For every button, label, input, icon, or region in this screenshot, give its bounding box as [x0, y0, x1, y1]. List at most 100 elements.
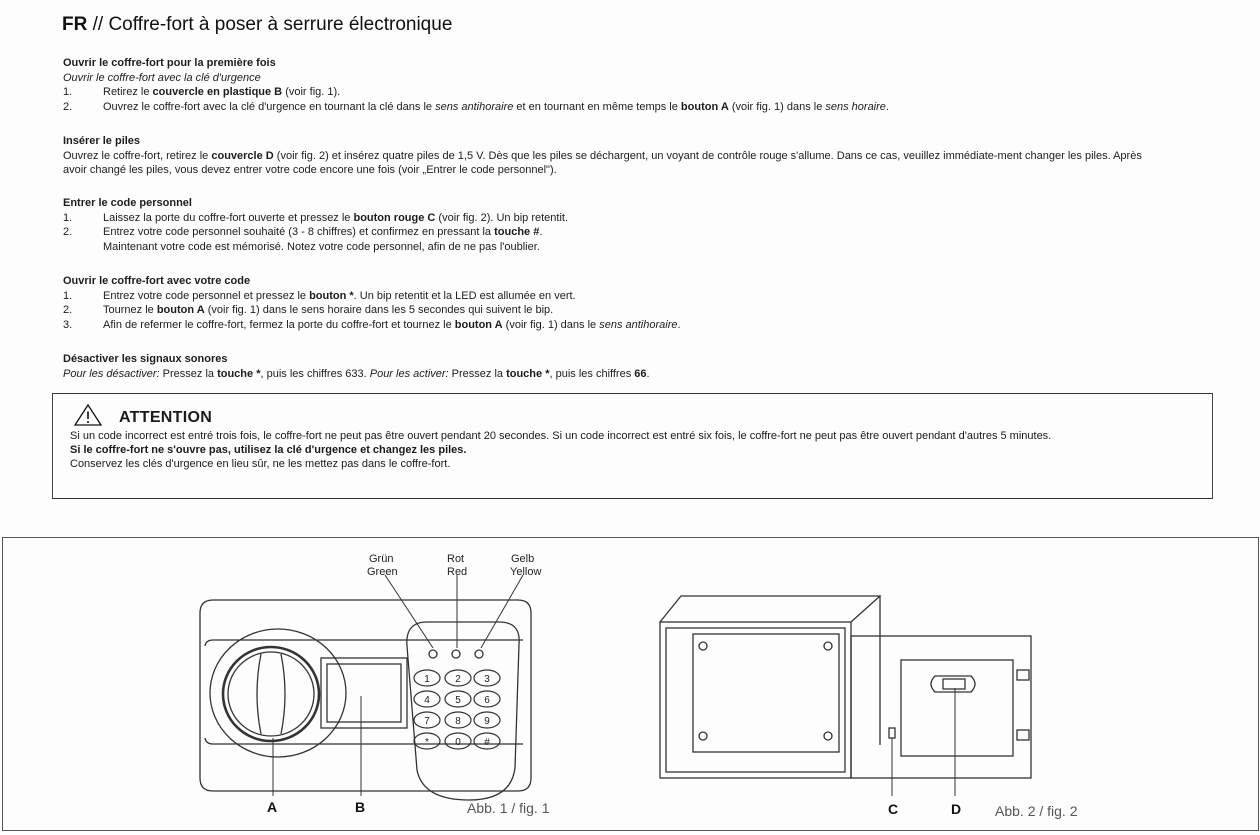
- keypad-key-label: 9: [484, 716, 490, 727]
- led-indicators: [428, 649, 484, 659]
- item-bold: bouton A: [680, 100, 729, 113]
- item-text: Ouvrez le coffre-fort avec la clé d'urge…: [103, 100, 436, 113]
- item-bold: touche #: [494, 226, 540, 238]
- led-label-green-en: Green: [367, 566, 398, 578]
- item-italic: sens antihoraire: [599, 318, 678, 331]
- para-italic: Pour les désactiver:: [63, 367, 160, 380]
- item-text: .: [539, 226, 543, 238]
- para-bold: couvercle D: [211, 149, 274, 162]
- list-item: 1. Entrez votre code personnel et presse…: [63, 289, 641, 304]
- keypad-key-label: 4: [424, 695, 430, 706]
- item-italic: sens horaire: [825, 100, 886, 113]
- section-heading: Entrer le code personnel: [63, 197, 192, 209]
- keypad-key: [413, 690, 441, 708]
- section-open-with-code: Ouvrir le coffre-fort avec votre code 1.…: [63, 274, 681, 332]
- item-text: Afin de refermer le coffre-fort, fermez …: [103, 318, 455, 331]
- keypad-key-label: *: [425, 737, 429, 748]
- item-text: Laissez la porte du coffre-fort ouverte …: [103, 211, 354, 224]
- led-label-red-de: Rot: [447, 553, 464, 565]
- led-label-red-en: Red: [447, 566, 467, 578]
- item-number: 2.: [63, 226, 73, 238]
- attention-header: ATTENTION: [73, 403, 212, 432]
- item-bold: bouton A: [156, 304, 205, 316]
- keypad-key-label: 3: [484, 674, 490, 685]
- item-number: 2.: [63, 304, 73, 316]
- para-bold: touche *: [506, 367, 550, 380]
- item-text: Retirez le: [103, 86, 153, 98]
- item-text: (voir fig. 1) dans le: [728, 100, 826, 113]
- section-subheading: Ouvrir le coffre-fort avec la clé d'urge…: [63, 71, 261, 84]
- item-text: .: [885, 100, 889, 113]
- item-text: Maintenant votre code est mémorisé. Note…: [103, 240, 540, 253]
- language-code: FR: [62, 14, 88, 35]
- keypad-key: [444, 690, 472, 708]
- figure-caption-2: Abb. 2 / fig. 2: [995, 803, 1078, 819]
- attention-line: Si un code incorrect est entré trois foi…: [70, 430, 1052, 442]
- keypad-key-label: 5: [455, 695, 461, 706]
- section-heading: Désactiver les signaux sonores: [63, 353, 228, 365]
- section-paragraph: Ouvrez le coffre-fort, retirez le couver…: [63, 149, 1163, 178]
- item-text: (voir fig. 1) dans le: [502, 318, 600, 331]
- keypad-lock-illustration: [199, 599, 532, 801]
- item-text: .: [677, 318, 681, 331]
- list-item: 2. Entrez votre code personnel souhaité …: [63, 225, 542, 240]
- list-item: 1. Retirez le couvercle en plastique B (…: [63, 85, 849, 100]
- label-c: C: [888, 801, 898, 817]
- para-bold: 66: [634, 367, 647, 380]
- para-text: Ouvrez le coffre-fort, retirez le: [63, 149, 212, 162]
- item-number: 1.: [63, 86, 73, 98]
- list-item: 2. Ouvrez le coffre-fort avec la clé d'u…: [63, 100, 889, 115]
- para-italic: Pour les activer:: [369, 367, 449, 380]
- item-number: 2.: [63, 100, 73, 113]
- item-bold: bouton rouge C: [353, 211, 436, 224]
- section-paragraph: Pour les désactiver: Pressez la touche *…: [63, 367, 650, 382]
- keypad-key: [444, 669, 472, 687]
- item-text: (voir fig. 1).: [282, 86, 341, 98]
- keypad-key: [473, 669, 501, 687]
- keypad-key-label: 0: [455, 737, 461, 748]
- para-bold: touche *: [217, 367, 261, 380]
- section-batteries: Insérer le piles Ouvrez le coffre-fort, …: [63, 134, 1163, 178]
- section-heading: Insérer le piles: [63, 135, 141, 147]
- item-text: Entrez votre code personnel souhaité (3 …: [103, 226, 495, 238]
- item-number: 1.: [63, 211, 73, 224]
- list-item-continuation: Maintenant votre code est mémorisé. Note…: [63, 240, 540, 255]
- attention-title: ATTENTION: [119, 408, 213, 426]
- item-bold: bouton *: [309, 289, 354, 302]
- para-text: .: [646, 367, 650, 380]
- item-text: Tournez le: [103, 304, 157, 316]
- label-b: B: [355, 799, 365, 815]
- item-text: (voir fig. 2). Un bip retentit.: [435, 211, 569, 224]
- keypad-key: [473, 732, 501, 750]
- keypad-key-label: 6: [484, 695, 490, 706]
- keypad-key: [444, 732, 472, 750]
- item-text: et en tournant en même temps le: [513, 100, 681, 113]
- attention-box: ATTENTION Si un code incorrect est entré…: [52, 393, 1213, 499]
- title-separator: //: [87, 14, 109, 35]
- item-number: 1.: [63, 289, 73, 302]
- label-leaders: [272, 574, 524, 796]
- item-text: Entrez votre code personnel et pressez l…: [103, 289, 310, 302]
- led-label-yellow-de: Gelb: [511, 553, 534, 565]
- section-personal-code: Entrer le code personnel 1. Laissez la p…: [63, 196, 568, 255]
- page-title: FR // Coffre-fort à poser à serrure élec…: [62, 14, 452, 36]
- item-text: (voir fig. 1) dans le sens horaire dans …: [204, 304, 554, 316]
- para-text: Pressez la: [159, 367, 218, 380]
- title-text: Coffre-fort à poser à serrure électroniq…: [108, 14, 453, 35]
- keypad-key: [473, 690, 501, 708]
- led-label-green-de: Grün: [369, 553, 393, 565]
- keypad-key-label: 2: [455, 674, 461, 685]
- para-text: Pressez la: [448, 367, 507, 380]
- keypad-key: [413, 669, 441, 687]
- section-sound-signals: Désactiver les signaux sonores Pour les …: [63, 352, 650, 381]
- attention-body: Si un code incorrect est entré trois foi…: [70, 429, 1190, 471]
- keypad-key-label: #: [484, 737, 490, 748]
- section-first-opening: Ouvrir le coffre-fort pour la première f…: [63, 56, 889, 115]
- label-a: A: [267, 799, 277, 815]
- para-text: , puis les chiffres 633.: [260, 367, 370, 380]
- item-bold: bouton A: [454, 318, 503, 331]
- keypad-key-label: 7: [424, 716, 430, 727]
